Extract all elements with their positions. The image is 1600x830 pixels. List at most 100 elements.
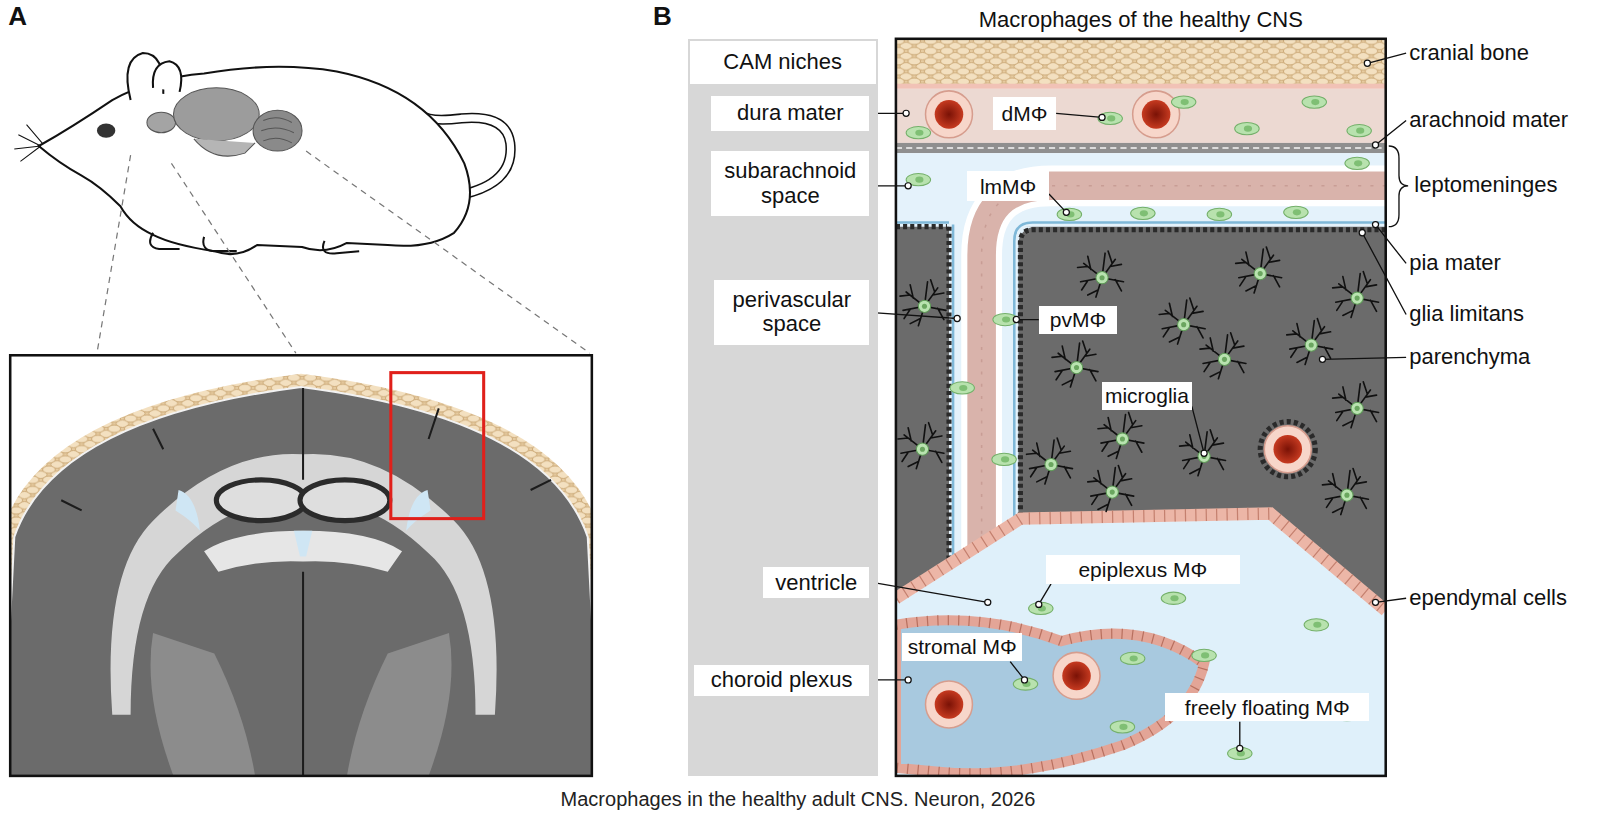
leader-end [985,599,991,605]
leader-end [1372,599,1378,605]
leader-end [905,677,911,683]
niche-box: dura mater [711,96,869,131]
leader-end [1359,230,1365,236]
structure-label: arachnoid mater [1409,108,1568,132]
node-label: stromal MΦ [908,635,1017,658]
skull [10,374,592,776]
plexus-vessel [1053,652,1100,699]
node-label: dura mater [737,101,843,125]
zoom-box [391,373,484,519]
microglia-cell [1088,466,1134,512]
vessel-texture [982,186,1386,557]
brain-olfactory-bulb [147,112,176,132]
figure-caption: Macrophages in the healthy adult CNS. Ne… [561,788,1036,810]
epiplexus-macrophage [1192,649,1216,661]
deep-grey-matter [151,633,256,776]
leader-end [1036,601,1042,607]
third-ventricle [294,531,312,557]
leptomeningeal-macrophage [1207,208,1231,220]
microglia-cell [1333,382,1379,428]
arachnoid-cells [896,147,1386,149]
panel-frame [896,39,1386,776]
leader-end [1063,209,1069,215]
column-heading: CAM niches [690,41,876,84]
mouse-body [39,67,470,254]
mouse-drawing [14,53,590,353]
perivascular-macrophage [992,453,1016,465]
leader-end [1372,222,1378,228]
microglia-cell [1200,333,1246,379]
node-label: dMΦ [1002,102,1048,125]
dural-macrophage [1302,96,1326,108]
node-label: perivascular space [714,288,869,336]
fissures [61,408,551,510]
cerebellum-folds [261,118,294,143]
dural-macrophage [1235,123,1259,135]
structure-label: cranial bone [1409,41,1529,65]
cell-tag: stromal MΦ [902,633,1022,662]
floating-macrophage [1304,619,1328,631]
mouse-eye [97,124,115,138]
floating-macrophage [1161,592,1185,604]
deep-grey-matter [347,633,452,776]
leptomeninges-brace [1389,146,1408,227]
blood-vessel [982,186,1386,557]
lateral-ventricle [176,490,200,531]
node-label: pvMΦ [1050,308,1106,331]
arachnoid-layer [896,143,1386,153]
microglia-cell [1236,247,1282,293]
microglia-cell [1333,272,1379,318]
leader-end [1099,114,1105,120]
microglia-cell [1027,438,1073,484]
microglia-cell [898,423,944,469]
dura-layer [896,89,1386,143]
microglia-cell [1322,469,1368,515]
structure-label: ependymal cells [1409,586,1567,610]
structure-label: leptomeninges [1414,173,1557,197]
dural-vessel [1133,91,1180,138]
leader-end [1021,677,1027,683]
ependymal-cells [896,514,1386,611]
perivascular-macrophage [950,382,974,394]
structure-label: parenchyma [1409,345,1530,369]
niche-box: subarachnoid space [711,151,869,216]
leader-end [905,183,911,189]
microglia-cell [1078,251,1124,297]
brain-cortex [173,88,259,141]
microglia-cell [1287,319,1333,365]
zoom-lines [97,151,590,353]
hippocampus [300,480,390,521]
leader-end [903,110,909,116]
structure-label: glia limitans [1409,302,1524,326]
node-label: microglia [1105,384,1189,407]
cell-tag: epiplexus MΦ [1046,555,1240,584]
node-label: subarachnoid space [711,159,869,207]
niche-box: ventricle [763,567,869,598]
node-label: freely floating MΦ [1185,696,1350,719]
panel-letter: A [8,4,27,28]
microglia-cell [1052,341,1098,387]
dural-macrophage [906,127,930,139]
dural-vessel [926,91,973,138]
leader-ends [903,60,1379,751]
niche-box: choroid plexus [694,665,870,696]
node-label: lmMΦ [980,175,1036,198]
parenchymal-vessel [1264,426,1311,473]
panel-title: Macrophages of the healthy CNS [979,8,1303,32]
dural-macrophage [1347,125,1371,137]
stromal-macrophage [1120,652,1144,664]
lateral-ventricle [406,490,430,531]
leader-end [1364,60,1370,66]
niche-box: perivascular space [714,280,869,345]
mouse-whiskers [14,125,43,162]
choroid-plexus-tissue [896,620,1204,773]
mouse-ear [153,61,181,92]
choroid-epithelium [896,620,1204,773]
mouse-feet [150,233,359,254]
leader-end [1319,356,1325,362]
microglia-cell [1159,298,1205,344]
stromal-macrophage [1110,721,1134,733]
node-label: epiplexus MΦ [1078,558,1207,581]
endosteum [896,84,1386,89]
